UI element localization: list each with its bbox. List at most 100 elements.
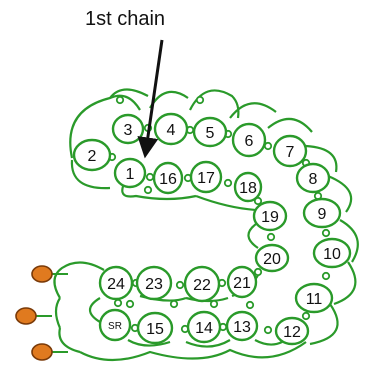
ring-7 (272, 134, 308, 168)
picot-dot (125, 299, 135, 309)
ring-4 (153, 112, 189, 146)
chain-arc (79, 341, 307, 362)
ring-label: SR (108, 321, 122, 332)
ring-2 (72, 138, 112, 172)
ring-label: 7 (286, 144, 295, 161)
picot-dot (145, 172, 155, 182)
ring-10 (312, 237, 352, 269)
ring-sr (98, 308, 132, 342)
ring-5 (192, 116, 228, 148)
picot-dot (143, 185, 153, 195)
ring-23 (135, 265, 173, 301)
picot-dot (175, 280, 185, 290)
chain-arc (254, 339, 283, 346)
ring-8 (295, 162, 331, 194)
chain-arc (333, 261, 357, 306)
ring-label: 24 (107, 276, 125, 293)
picot-dot (253, 196, 263, 206)
ring-label: 12 (283, 324, 301, 341)
ring-19 (252, 200, 288, 232)
bead (15, 307, 37, 325)
chain-arc (267, 117, 313, 133)
ring-14 (186, 310, 222, 344)
picot-dot (209, 299, 219, 309)
ring-9 (302, 197, 342, 229)
first-chain-arrow (137, 39, 164, 159)
ring-21 (226, 265, 258, 299)
ring-label: 22 (193, 277, 211, 294)
picot-dot (115, 95, 125, 105)
chain-arc (69, 94, 141, 159)
ring-6 (231, 122, 267, 158)
chain-arc (229, 102, 277, 119)
ring-label: 1 (126, 166, 135, 183)
chain-arc (185, 339, 231, 348)
chain-arc (305, 144, 338, 173)
chain-arc (70, 159, 111, 190)
picot-dot (301, 311, 311, 321)
first-chain-label: 1st chain (84, 8, 166, 30)
ring-label: 15 (146, 321, 164, 338)
picot-dot (245, 300, 255, 310)
ring-label: 13 (233, 319, 251, 336)
ring-label: 10 (323, 246, 341, 263)
ring-17 (189, 160, 223, 194)
ring-label: 16 (159, 171, 177, 188)
chain-arc (88, 297, 101, 323)
chain-arc (149, 90, 189, 109)
ring-22 (183, 265, 221, 303)
chain-arc (127, 339, 171, 347)
picot-dot (169, 299, 179, 309)
ring-label: 17 (197, 170, 215, 187)
ring-label: 5 (206, 125, 215, 142)
ring-label: 8 (309, 171, 318, 188)
picot-dot (321, 271, 331, 281)
ring-label: 18 (239, 180, 257, 197)
ring-label: 20 (263, 251, 281, 268)
chain-arcs (53, 88, 359, 362)
bead-group (15, 265, 68, 361)
picot-dot (223, 178, 233, 188)
ring-20 (254, 243, 290, 273)
ring-label: 2 (88, 148, 97, 165)
picot-dot (321, 228, 331, 238)
ring-label: 19 (261, 209, 279, 226)
ring-label: 21 (233, 275, 251, 292)
chain-arc (327, 174, 353, 213)
ring-label: 11 (306, 291, 323, 308)
ring-13 (225, 310, 259, 342)
chain-arc (247, 223, 259, 249)
chain-arc (53, 261, 105, 299)
ring-18 (233, 171, 263, 203)
chain-arc (309, 303, 339, 346)
picot-dot (253, 267, 263, 277)
ring-15 (136, 311, 174, 345)
chain-arc (195, 194, 257, 212)
bead (31, 343, 53, 361)
ring-11 (294, 282, 334, 314)
ring-3 (111, 113, 145, 145)
ring-label: 14 (195, 320, 213, 337)
ring-label: 3 (124, 122, 133, 139)
ring-label: 9 (318, 206, 327, 223)
chain-arc (339, 219, 359, 263)
ring-1 (113, 157, 147, 189)
picot-dot (113, 298, 123, 308)
chain-arc (189, 89, 240, 119)
bead (31, 265, 53, 283)
ring-12 (274, 316, 310, 346)
chain-arc (54, 297, 62, 329)
ring-label: 23 (145, 276, 163, 293)
ring-24 (98, 265, 134, 301)
picot-dot (195, 95, 205, 105)
picot-dot (263, 325, 273, 335)
chain-arc (185, 296, 229, 303)
picot-dot (266, 232, 276, 242)
chain-arc (109, 88, 149, 99)
chain-arc (58, 327, 81, 354)
ring-label: 6 (245, 133, 254, 150)
ring-label: 4 (167, 122, 176, 139)
ring-16 (152, 161, 184, 195)
